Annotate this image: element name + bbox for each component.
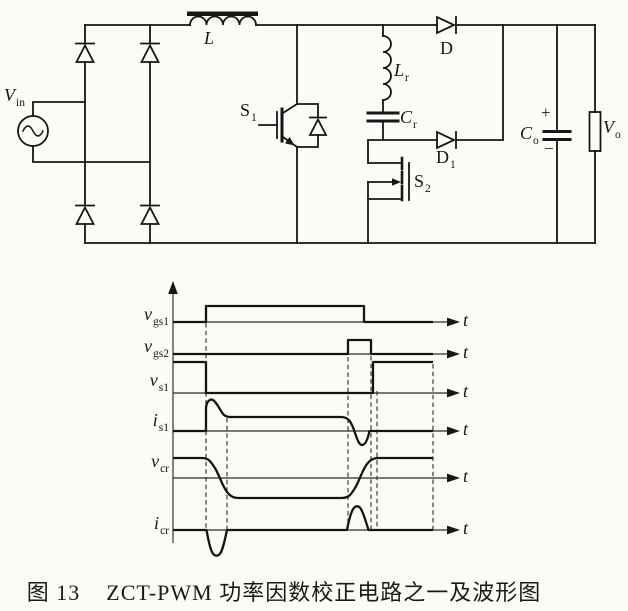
time-label-vgs1: t [463, 310, 469, 330]
label-boost-inductor: L [204, 28, 215, 48]
time-label-vgs2: t [463, 342, 469, 362]
trace-icr [173, 505, 433, 557]
trace-vgs2 [173, 338, 433, 356]
time-label-icr: t [463, 518, 469, 538]
time-label-is1: t [463, 419, 469, 439]
right-arrow-icon [447, 349, 460, 359]
bridge-diode-bottom-right [140, 204, 160, 225]
right-arrow-icon [447, 426, 460, 436]
waveform-traces [173, 304, 433, 557]
right-arrow-icon [447, 317, 460, 327]
bridge-diode-top-left [75, 42, 95, 63]
label-d1: D1 [436, 147, 456, 171]
load-resistor-vo [588, 24, 602, 244]
switch-s1-igbt [258, 24, 328, 244]
diode-bridge [75, 24, 160, 244]
label-co-minus: − [544, 139, 554, 158]
resonant-capacitor-cr [366, 111, 400, 141]
circuit-schematic [17, 11, 602, 244]
diode-d [436, 15, 457, 35]
waveform-label-is1: is1 [152, 410, 169, 434]
waveform-label-icr: icr [154, 513, 169, 537]
label-vin: Vin [4, 85, 25, 109]
resonant-inductor-lr [382, 24, 392, 114]
right-arrow-icon [447, 473, 460, 483]
trace-is1 [173, 398, 433, 447]
waveform-label-vgs1: vgs1 [144, 304, 169, 328]
label-s2: S2 [414, 171, 431, 195]
time-label-vcr: t [463, 466, 469, 486]
waveform-label-vcr: vcr [151, 451, 169, 475]
figure-title: ZCT-PWM 功率因数校正电路之一及波形图 [106, 580, 542, 605]
figure-number: 图 13 [26, 580, 81, 605]
figure-caption: 图 13 ZCT-PWM 功率因数校正电路之一及波形图 [0, 575, 568, 607]
trace-vcr [173, 456, 433, 500]
ac-source-vin [17, 101, 151, 163]
bridge-diode-bottom-left [75, 204, 95, 225]
waveform-plot [168, 281, 460, 557]
trace-vgs1 [173, 304, 433, 324]
switch-s2-mosfet [367, 139, 410, 244]
label-co-plus: + [541, 103, 551, 122]
boost-inductor-l [187, 11, 258, 26]
right-arrow-icon [447, 388, 460, 398]
label-vo: Vo [603, 117, 621, 141]
diode-d1 [367, 24, 504, 150]
label-d: D [440, 38, 453, 58]
label-lr: Lr [394, 60, 409, 84]
axis-arrowheads [168, 281, 460, 535]
up-arrow-icon [168, 281, 178, 294]
trace-vs1 [173, 360, 433, 395]
label-co: Co [520, 123, 539, 147]
bridge-diode-top-right [140, 42, 160, 63]
label-s1: S1 [240, 100, 257, 124]
waveform-label-vs1: vs1 [149, 370, 169, 394]
label-cr: Cr [400, 107, 417, 131]
time-label-vs1: t [463, 381, 469, 401]
output-capacitor-co [542, 24, 572, 244]
right-arrow-icon [447, 525, 460, 535]
waveform-label-vgs2: vgs2 [144, 336, 169, 360]
igbt-antiparallel-diode [296, 103, 328, 148]
